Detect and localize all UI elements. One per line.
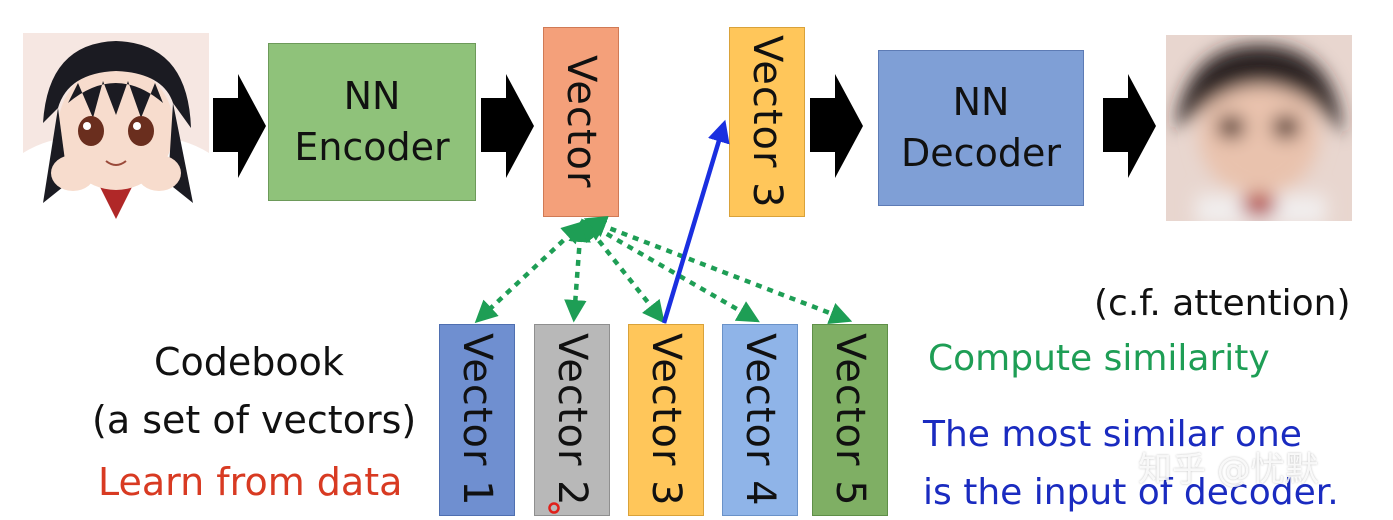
- codebook-vector-3: Vector 3: [628, 324, 704, 516]
- codebook-vector-4-label: Vector 4: [737, 333, 783, 507]
- output-image: [1166, 35, 1352, 221]
- learn-from-data-note: Learn from data: [98, 460, 403, 504]
- similarity-arrow-2: [564, 219, 591, 323]
- selection-arrow: [661, 119, 730, 324]
- arrow-decoder-to-output: [1103, 74, 1156, 178]
- similarity-arrow-5: [583, 215, 853, 325]
- codebook-title: Codebook: [154, 340, 344, 384]
- decoder-label-line1: NN: [952, 79, 1010, 124]
- cursor-dot: [548, 502, 560, 514]
- similarity-arrow-3: [581, 218, 665, 324]
- compute-similarity-note: Compute similarity: [928, 338, 1270, 379]
- codebook-vector-5: Vector 5: [812, 324, 888, 516]
- encoder-output-vector: Vector: [543, 27, 619, 217]
- input-image: [23, 33, 209, 219]
- nn-encoder-box: NN Encoder: [268, 43, 476, 201]
- selected-vector-3: Vector 3: [729, 27, 805, 217]
- codebook-vector-1-label: Vector 1: [454, 333, 500, 507]
- selected-vector-3-label: Vector 3: [744, 35, 790, 209]
- most-similar-note-line2: is the input of decoder.: [923, 472, 1339, 513]
- encoder-output-vector-label: Vector: [558, 55, 604, 189]
- codebook-subtitle: (a set of vectors): [92, 398, 417, 442]
- cf-attention-note: (c.f. attention): [1094, 283, 1351, 324]
- codebook-vector-2: Vector 2: [534, 324, 610, 516]
- arrow-encoder-to-vector: [481, 74, 534, 178]
- nn-decoder-box: NN Decoder: [878, 50, 1084, 206]
- most-similar-note-line1: The most similar one: [923, 414, 1302, 455]
- encoder-label-line2: Encoder: [294, 125, 450, 169]
- decoder-label-line2: Decoder: [901, 131, 1061, 175]
- encoder-label-line1: NN: [343, 73, 401, 118]
- similarity-arrow-1: [474, 220, 585, 324]
- codebook-vector-3-label: Vector 3: [643, 333, 689, 507]
- watermark: 知乎 @忧默: [1138, 450, 1319, 490]
- codebook-vector-2-label: Vector 2: [549, 333, 595, 507]
- codebook-vector-5-label: Vector 5: [827, 333, 873, 507]
- arrow-vector3-to-decoder: [810, 74, 863, 178]
- codebook-vector-1: Vector 1: [439, 324, 515, 516]
- codebook-vector-4: Vector 4: [722, 324, 798, 516]
- arrow-input-to-encoder: [213, 74, 266, 178]
